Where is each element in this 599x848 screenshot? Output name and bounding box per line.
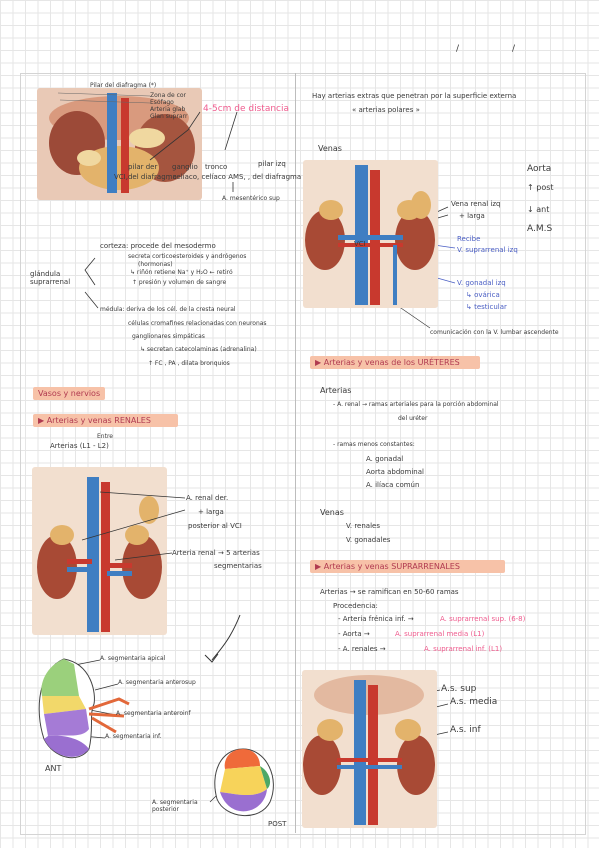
venas-heading: Venas — [318, 144, 342, 153]
renal-rama-line: - A. renal → ramas arteriales para la po… — [333, 401, 499, 408]
renales-heading: ▶ Arterias y venas RENALES — [33, 414, 178, 427]
suprarrenales-heading: ▶ Arterias y venas SUPRARRENALES — [310, 560, 505, 573]
intro-line-1: Hay arterias extras que penetran por la … — [312, 92, 517, 100]
posterior-label: posterior al VCI — [188, 522, 242, 530]
zone-label-4: Glan suprarr — [150, 113, 188, 120]
medula-line-1: médula: deriva de los cél. de la cresta … — [100, 306, 236, 313]
aorta-abd-item: Aorta abdominal — [366, 468, 424, 476]
zone-label-2: Esófago — [150, 99, 174, 106]
intro-line-2: « arterias polares » — [352, 106, 420, 114]
ant-arrow: ↓ ant — [527, 205, 550, 214]
medula-line-3: ganglionares simpáticas — [132, 333, 205, 340]
testicular-label: ↳ testicular — [466, 303, 507, 311]
post-label: POST — [268, 820, 287, 828]
menos-constantes: - ramas menos constantes: — [333, 441, 415, 448]
zone-label-1: Zona de cor — [150, 92, 187, 99]
suprarrenal-illustration — [302, 670, 437, 828]
renal-veins-illustration — [303, 160, 438, 308]
proc-3-source: - A. renales → — [338, 645, 386, 653]
v-gonadal-label: V. gonadal izq — [457, 279, 506, 287]
procedencia-label: Procedencia: — [333, 602, 378, 610]
iliaca-item: A. ilíaca común — [366, 481, 420, 489]
supra-arterias-line: Arterias → se ramifican en 50-60 ramas — [320, 588, 459, 596]
seg-posterior-label: A. segmentaria posterior — [152, 799, 198, 813]
comunicacion-label: comunicación con la V. lumbar ascendente — [430, 329, 559, 336]
column-divider — [295, 73, 296, 833]
larga-right-label: + larga — [459, 212, 485, 220]
distance-note: 4-5cm de distancia — [203, 104, 290, 114]
arterias-level: Arterias (L1 - L2) — [50, 442, 109, 450]
proc-1-target: A. suprarrenal sup. (6-8) — [440, 615, 526, 623]
ureteres-arterias-label: Arterias — [320, 386, 352, 395]
figure-title: Pilar del diafragma (*) — [90, 82, 157, 89]
adrenal-small-illustration — [138, 495, 160, 525]
ureteres-heading: ▶ Arterias y venas de los URÉTERES — [310, 356, 480, 369]
ovarica-label: ↳ ovárica — [466, 291, 500, 299]
pilar-izq-label: pilar izq — [258, 160, 286, 168]
diaphragm-illustration — [37, 88, 202, 200]
vasos-nervios-heading: Vasos y nervios — [33, 387, 106, 400]
zone-label-3: Arteria glab — [150, 106, 186, 113]
corteza-line-1: corteza: procede del mesodermo — [100, 242, 216, 250]
v-gonadales-item: V. gonadales — [346, 536, 391, 544]
corteza-line-4: ↳ riñón retiene Na⁺ y H₂O ← retiró — [130, 269, 233, 276]
corteza-line-3: (hormonas) — [138, 261, 173, 268]
arteria-renal-label: Arteria renal → 5 arterias — [172, 549, 260, 557]
row-items-label: ; celíaco, celíaco AMS, , del diafragma — [168, 173, 302, 181]
seg-anteroinf-label: A. segmentaria anteroinf — [116, 710, 191, 717]
vci-label: VCI — [354, 240, 366, 248]
header-slash-2: / — [512, 44, 516, 54]
larga-label: + larga — [198, 508, 224, 516]
proc-2-target: A. suprarrenal media (L1) — [395, 630, 485, 638]
aorta-label: Aorta — [527, 164, 552, 174]
page-border — [20, 73, 586, 835]
segmented-kidney-posterior — [205, 744, 283, 822]
vena-renal-label: Vena renal izq — [451, 200, 501, 208]
renal-rama-line-2: del uréter — [398, 415, 428, 422]
glandula-label: glándula suprarrenal — [30, 270, 71, 287]
pilar-der-label: pilar der — [128, 163, 158, 171]
seg-apical-label: A. segmentaria apical — [100, 655, 166, 662]
proc-2-source: - Aorta → — [338, 630, 370, 638]
post-arrow: ↑ post — [527, 183, 554, 192]
adrenal-right-illustration — [410, 190, 432, 220]
as-media-label: A.s. media — [450, 697, 498, 707]
v-supra-label: V. suprarrenal izq — [457, 246, 518, 254]
corteza-line-2: secreta corticoesteroides y andrógenos — [128, 253, 247, 260]
seg-anterosup-label: A. segmentaria anterosup — [118, 679, 196, 686]
as-inf-label: A.s. inf — [450, 725, 481, 735]
segmentarias-label: segmentarias — [214, 562, 262, 570]
medula-line-4: ↳ secretan catecolaminas (adrenalina) — [140, 346, 257, 353]
seg-inf-label: A. segmentaria inf. — [105, 733, 162, 740]
gonadal-item: A. gonadal — [366, 455, 404, 463]
ant-label: ANT — [45, 764, 62, 773]
proc-1-source: - Arteria frénica inf. → — [338, 615, 414, 623]
ams-label: A.M.S — [527, 224, 553, 234]
segmented-kidney-anterior — [34, 654, 134, 764]
ureteres-venas-label: Venas — [320, 508, 344, 517]
tronco-label: tronco — [205, 163, 228, 171]
ganglio-label: ganglio — [172, 163, 198, 171]
v-renales-item: V. renales — [346, 522, 380, 530]
corteza-line-5: ↑ presión y volumen de sangre — [132, 279, 227, 286]
vci-diafragma-label: VCI,del diafragma — [114, 173, 177, 181]
proc-3-target: A. suprarrenal inf. (L1) — [424, 645, 503, 653]
medula-line-2: células cromafines relacionadas con neur… — [128, 320, 267, 327]
entre-label: Entre — [97, 433, 113, 440]
recibe-label: Recibe — [457, 235, 481, 243]
mesenterico-label: A. mesentérico sup — [222, 195, 280, 202]
renal-der-label: A. renal der. — [186, 494, 229, 502]
medula-line-5: ↑ FC , PA , dilata bronquios — [148, 360, 230, 367]
header-slash-1: / — [456, 44, 460, 54]
as-sup-label: A.s. sup — [441, 684, 477, 694]
